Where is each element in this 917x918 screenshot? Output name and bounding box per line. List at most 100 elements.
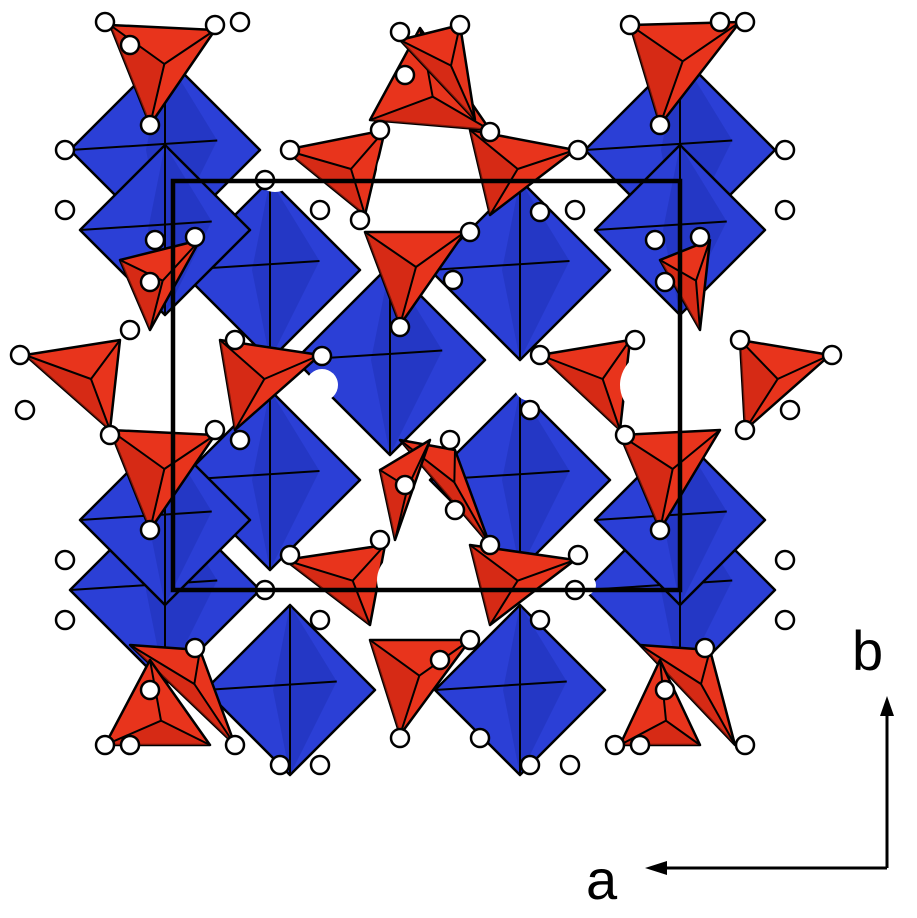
channel-opening <box>123 347 213 423</box>
oxygen-atom <box>734 419 756 441</box>
oxygen-atom <box>139 679 161 701</box>
oxygen-atom <box>119 319 141 341</box>
tetrahedron <box>468 543 577 627</box>
oxygen-atom <box>311 345 333 367</box>
oxygen-atom <box>564 199 586 221</box>
oxygen-atom <box>729 329 751 351</box>
oxygen-atom <box>94 11 116 33</box>
oxygen-atom <box>229 11 251 33</box>
oxygen-atom <box>629 734 651 756</box>
oxygen-atom <box>694 637 716 659</box>
oxygen-atom <box>139 519 161 541</box>
octahedron <box>203 603 377 777</box>
oxygen-atom <box>459 629 481 651</box>
axis-b-arrow <box>880 696 894 868</box>
tetrahedron <box>628 20 742 127</box>
oxygen-atom <box>389 21 411 43</box>
oxygen-atom <box>54 199 76 221</box>
oxygen-atom <box>519 754 541 776</box>
axis-a-arrow <box>645 861 887 875</box>
tetrahedron <box>538 338 632 432</box>
oxygen-atom <box>459 221 481 243</box>
channel-opening <box>514 369 546 401</box>
oxygen-atom <box>54 139 76 161</box>
oxygen-atom <box>389 316 411 338</box>
oxygen-atom <box>369 119 391 141</box>
oxygen-atom <box>654 271 676 293</box>
unit-cell-outline <box>170 178 683 593</box>
oxygen-atom <box>774 549 796 571</box>
oxygen-atom <box>309 199 331 221</box>
oxygen-atom <box>479 534 501 556</box>
oxygen-atom <box>99 424 121 446</box>
oxygen-atom <box>279 139 301 161</box>
oxygen-atom <box>279 544 301 566</box>
channel-opening <box>377 548 453 612</box>
oxygen-atom <box>389 727 411 749</box>
oxygen-atoms-layer <box>9 11 843 776</box>
axis-a-label: a <box>586 848 618 911</box>
oxygen-atom <box>779 399 801 421</box>
oxygen-atom <box>309 609 331 631</box>
oxygen-atom <box>439 429 461 451</box>
oxygen-atom <box>821 344 843 366</box>
oxygen-atom <box>224 734 246 756</box>
axis-b-label: b <box>852 619 884 682</box>
oxygen-atom <box>349 209 371 231</box>
oxygen-atom <box>224 329 246 351</box>
oxygen-atom <box>519 399 541 421</box>
oxygen-atom <box>479 121 501 143</box>
oxygen-atom <box>54 609 76 631</box>
oxygen-atom <box>709 11 731 33</box>
oxygen-atom <box>429 649 451 671</box>
oxygen-atom <box>774 199 796 221</box>
oxygen-atom <box>119 734 141 756</box>
channel-opening <box>620 347 710 423</box>
oxygen-atom <box>394 474 416 496</box>
oxygen-atom <box>734 11 756 33</box>
oxygen-atom <box>309 754 331 776</box>
oxygen-atom <box>394 64 416 86</box>
oxygen-atom <box>619 14 641 36</box>
oxygen-atom <box>204 14 226 36</box>
tetrahedron <box>398 438 492 547</box>
channel-opening <box>306 369 338 401</box>
oxygen-atom <box>54 549 76 571</box>
oxygen-atom <box>204 419 226 441</box>
oxygen-atom <box>14 399 36 421</box>
oxygen-atom <box>144 229 166 251</box>
tetrahedron <box>23 338 122 432</box>
oxygen-atom <box>774 139 796 161</box>
octahedron <box>433 603 607 777</box>
channel-opening <box>377 138 453 202</box>
oxygen-atom <box>269 754 291 776</box>
oxygen-atom <box>689 226 711 248</box>
oxygen-atom <box>184 637 206 659</box>
oxygen-atom <box>649 519 671 541</box>
oxygen-atom <box>442 269 464 291</box>
oxygen-atom <box>94 734 116 756</box>
oxygen-atom <box>734 734 756 756</box>
tetrahedron <box>283 128 387 217</box>
tetrahedron <box>363 230 467 327</box>
oxygen-atom <box>119 34 141 56</box>
oxygen-atom <box>649 114 671 136</box>
oxygen-atom <box>469 727 491 749</box>
oxygen-atom <box>614 424 636 446</box>
oxygen-atom <box>529 201 551 223</box>
oxygen-atom <box>567 139 589 161</box>
oxygen-atom <box>529 609 551 631</box>
oxygen-atom <box>559 754 581 776</box>
tetrahedron <box>398 23 477 122</box>
oxygen-atom <box>229 429 251 451</box>
oxygen-atom <box>184 226 206 248</box>
oxygen-atom <box>449 14 471 36</box>
oxygen-atom <box>567 544 589 566</box>
oxygen-atom <box>369 529 391 551</box>
oxygen-atom <box>774 609 796 631</box>
oxygen-atom <box>9 344 31 366</box>
oxygen-atom <box>624 329 646 351</box>
oxygen-atom <box>604 734 626 756</box>
oxygen-atom <box>644 229 666 251</box>
